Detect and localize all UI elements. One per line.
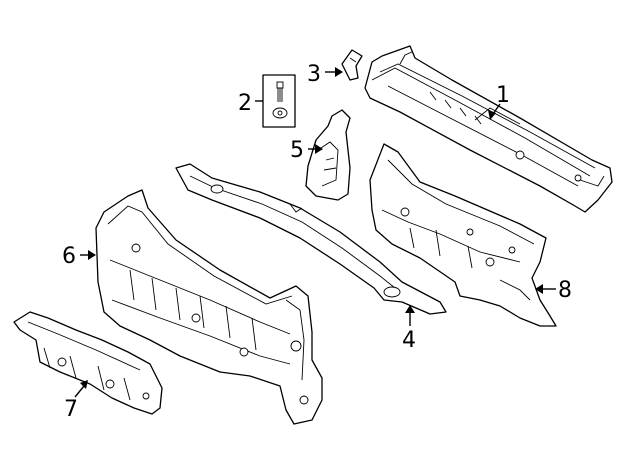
part-8-dash-panel[interactable] — [369, 143, 557, 327]
part-7-lower-bracket[interactable] — [13, 311, 163, 415]
leader-4 — [405, 305, 415, 326]
leader-6 — [80, 250, 96, 260]
callout-4: 4 — [402, 328, 416, 353]
callout-6: 6 — [62, 244, 76, 269]
leader-5 — [308, 144, 323, 154]
callout-3: 3 — [307, 62, 321, 87]
callout-7: 7 — [64, 397, 78, 422]
callout-2: 2 — [238, 91, 252, 116]
part-1-cowl-panel[interactable] — [364, 45, 613, 213]
leader-3 — [325, 67, 343, 77]
leader-8 — [535, 284, 556, 294]
callout-1: 1 — [496, 83, 510, 108]
part-6-firewall-panel[interactable] — [95, 189, 323, 425]
part-5-side-bracket[interactable] — [305, 109, 351, 201]
part-3-bracket[interactable] — [341, 49, 363, 81]
callout-8: 8 — [558, 278, 572, 303]
leader-1 — [488, 103, 501, 120]
part-4-cross-member[interactable] — [175, 163, 447, 315]
leader-7 — [74, 380, 88, 398]
callout-5: 5 — [290, 138, 304, 163]
part-2-fastener-box[interactable] — [262, 74, 296, 128]
